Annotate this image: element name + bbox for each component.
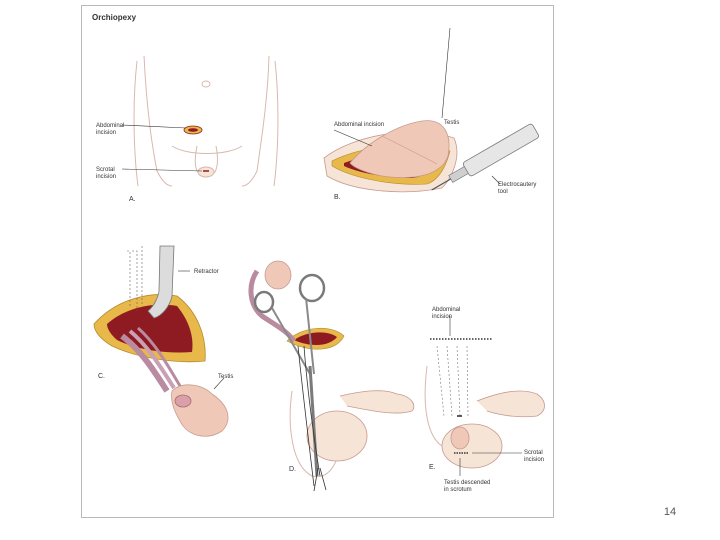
electrocautery-tool (431, 123, 539, 191)
panel-d: D. (248, 260, 415, 492)
label-c-testis: Testis (218, 374, 233, 380)
label-e-abdominal-1: Abdominal (432, 307, 460, 313)
navel (201, 80, 211, 88)
panel-b-letter: B. (334, 194, 341, 201)
scrotal-incision-leader (121, 168, 203, 172)
panel-c-letter: C. (98, 373, 105, 380)
panel-d-letter: D. (289, 466, 296, 473)
label-e-descended-2: in scrotum (444, 487, 472, 493)
right-arm-outline (273, 60, 279, 187)
cord-dash-e (436, 345, 469, 417)
spermatic-cord-2 (128, 329, 176, 390)
orchiopexy-figure: Orchiopexy Abdominal incision Scrotal in… (81, 5, 554, 518)
cord-dash-c1 (132, 250, 138, 311)
suture-d-ends (313, 467, 327, 492)
testis-b-leader (441, 27, 451, 119)
electrocautery-tip (431, 178, 451, 191)
abdominal-incision-leader (121, 124, 187, 129)
abdominal-incision-wound (188, 128, 198, 132)
testis-c (171, 384, 229, 437)
gubernaculum-c (174, 394, 192, 408)
testis-e (450, 426, 470, 450)
scrotum-outline (197, 166, 215, 178)
forceps-shaft (308, 365, 319, 477)
panel-a-letter: A. (129, 196, 136, 203)
label-b-electrocautery-1: Electrocautery (498, 182, 536, 188)
spermatic-cord-1 (120, 333, 170, 393)
label-b-abdominal: Abdominal incision (334, 122, 384, 128)
label-c-retractor: Retractor (194, 269, 219, 275)
label-e-abdominal-2: incision (432, 314, 452, 320)
label-a-scrotal-2: incision (96, 174, 116, 180)
testis-b-vessel (381, 135, 438, 165)
groin-line (171, 145, 243, 154)
illustration-canvas: Orchiopexy Abdominal incision Scrotal in… (92, 13, 545, 493)
electrocautery-handle (462, 123, 539, 177)
panel-a: Abdominal incision Scrotal incision A. (96, 55, 279, 203)
penis-d (339, 390, 415, 414)
figure-title: Orchiopexy (92, 13, 137, 22)
label-e-scrotal-1: Scrotal (524, 450, 543, 456)
cord-dash-c2 (127, 250, 131, 306)
torso-outline-e (424, 365, 443, 447)
panel-e-letter: E. (429, 464, 436, 471)
scrotum-d (306, 410, 368, 462)
label-a-scrotal-1: Scrotal (96, 167, 115, 173)
penis-e (476, 390, 545, 418)
testis-c-leader (213, 377, 225, 390)
forceps-ring-left (253, 290, 275, 314)
forceps-ring-right (298, 273, 326, 303)
label-b-testis: Testis (444, 120, 459, 126)
retractor (147, 245, 175, 319)
electrocautery-leader (491, 175, 501, 185)
page-number: 14 (663, 506, 677, 518)
left-arm-outline (133, 60, 139, 187)
torso-left-outline (143, 55, 173, 187)
testis-b (349, 120, 450, 178)
wound-d (294, 332, 337, 346)
panel-c: Retractor Testis C. (93, 245, 233, 437)
label-e-scrotal-2: incision (524, 457, 544, 463)
panel-b: Testis Abdominal incision Electrocautery… (323, 27, 539, 201)
label-b-electrocautery-2: tool (498, 189, 508, 195)
spermatic-cord-3 (137, 326, 182, 387)
label-e-descended-1: Testis descended (444, 480, 490, 486)
torso-right-outline (241, 55, 270, 187)
label-a-abdominal-1: Abdominal (96, 123, 124, 129)
testis-d (264, 260, 292, 290)
abdominal-b-leader (333, 129, 373, 147)
scrotum-e (441, 423, 503, 469)
label-a-abdominal-2: incision (96, 130, 116, 136)
suture-d2 (297, 345, 315, 487)
panel-e: Abdominal incision Scrotal incision Test… (424, 307, 545, 493)
forceps-blade-2 (305, 297, 315, 375)
suture-d1 (303, 345, 321, 477)
